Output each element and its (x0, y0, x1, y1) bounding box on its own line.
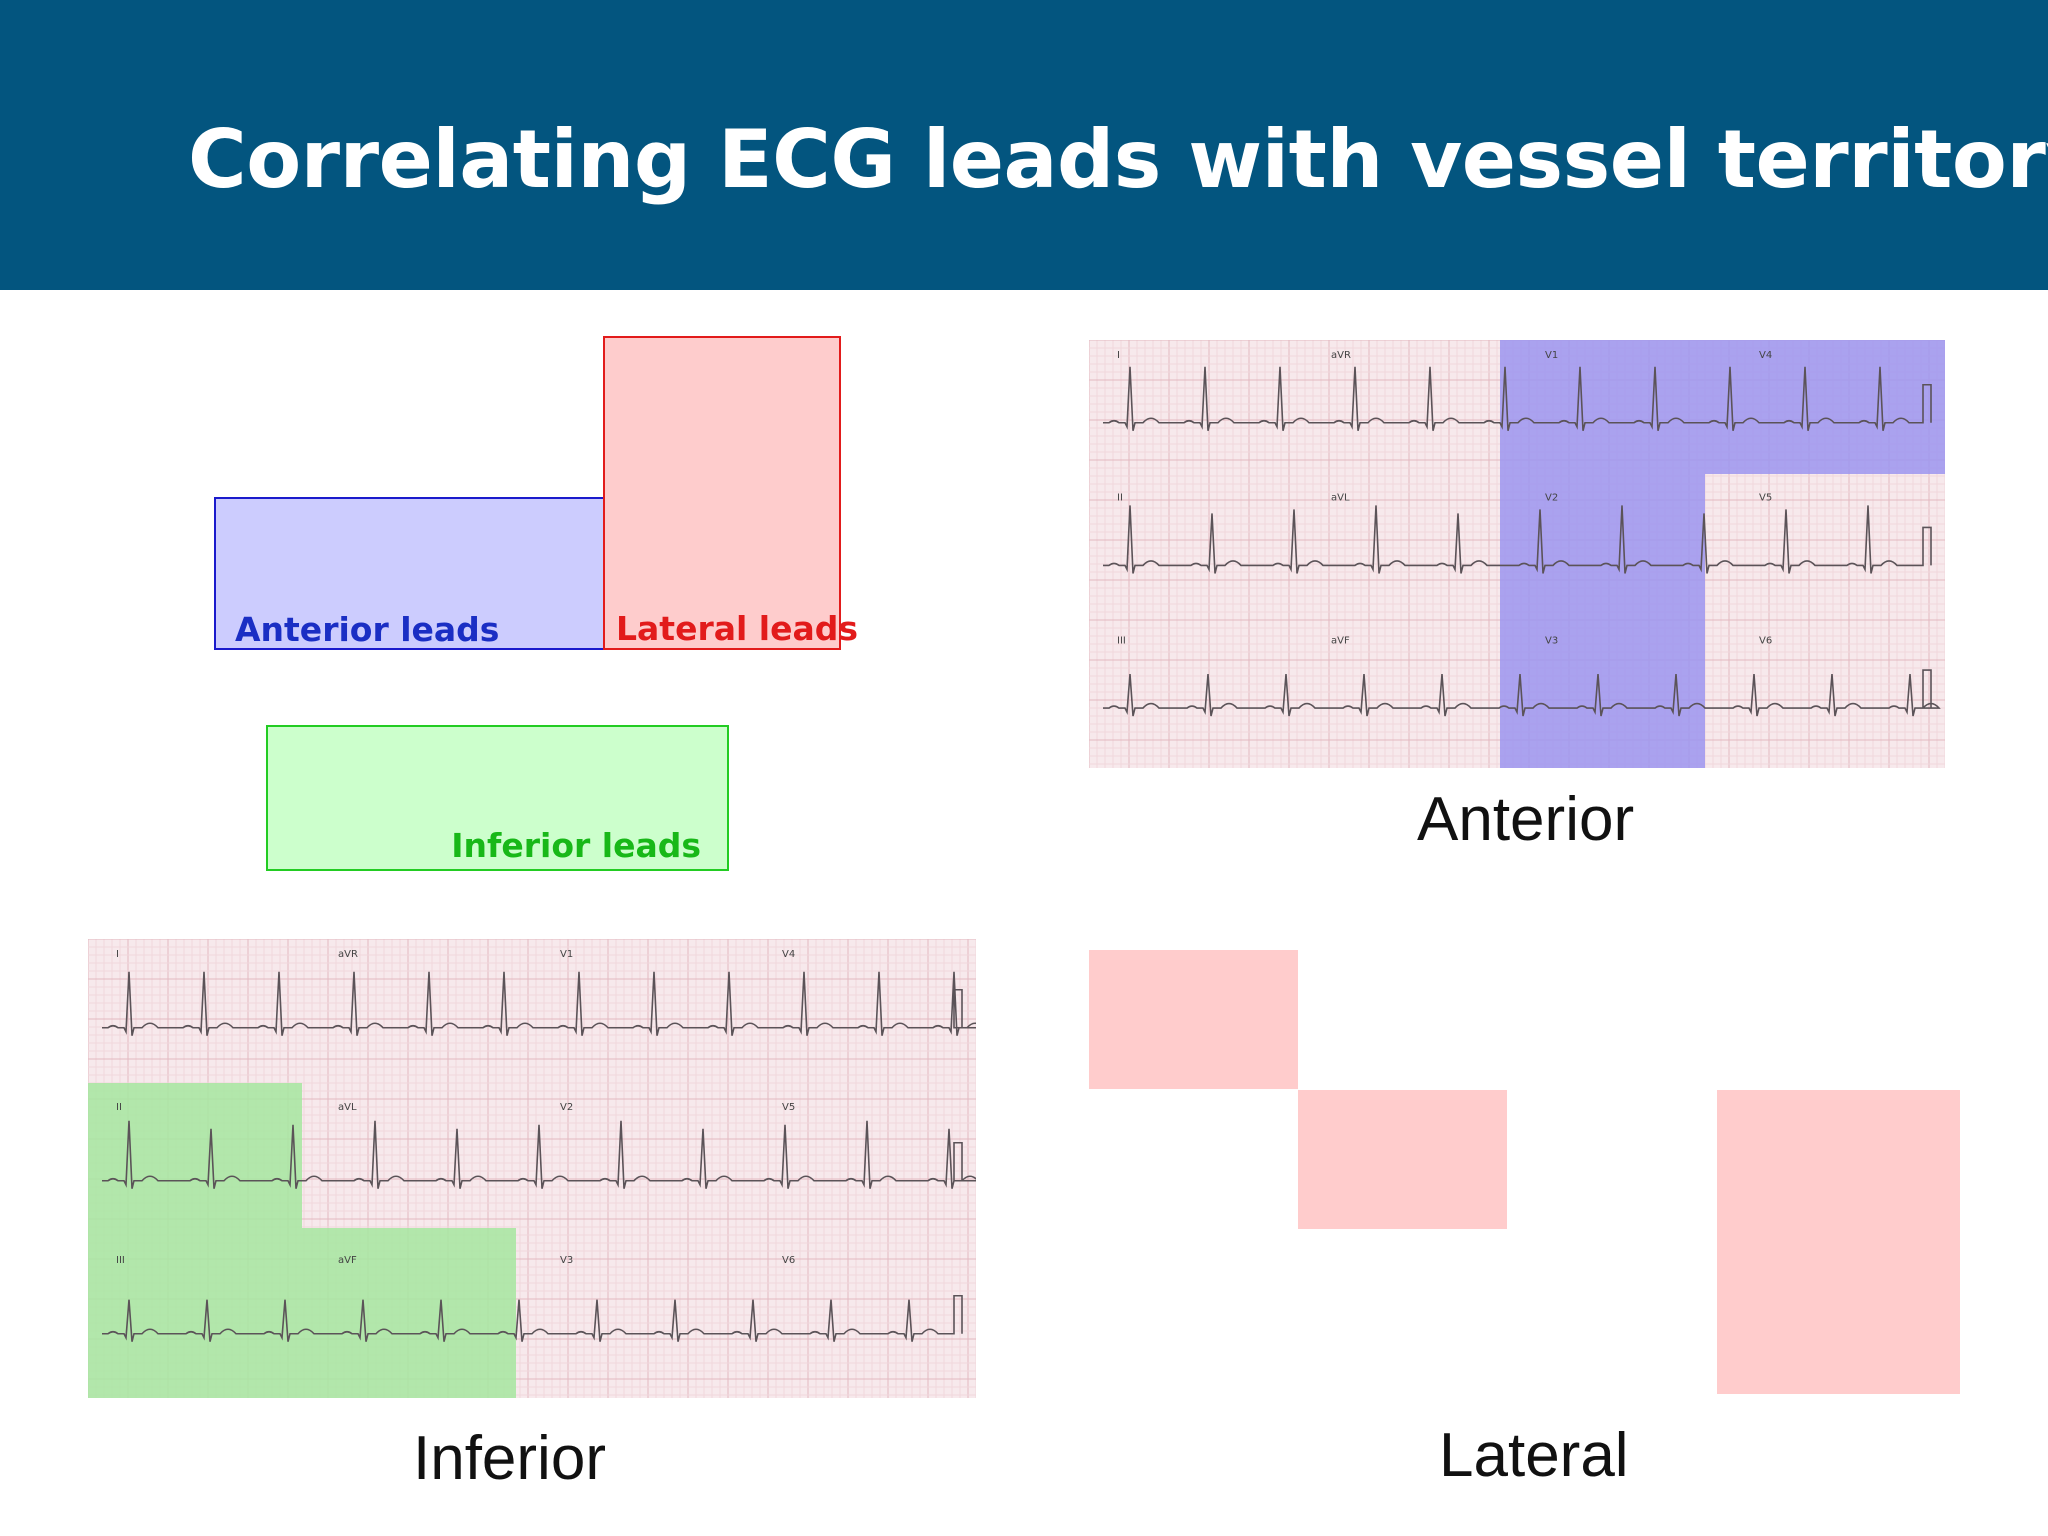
anterior-ecg-lead-label: V6 (1759, 635, 1772, 646)
inferior-ecg-highlight-0 (88, 1083, 302, 1398)
inferior-caption: Inferior (413, 1424, 606, 1493)
lateral-block-aVL-region (1089, 950, 1298, 1089)
anterior-ecg-lead-label: aVL (1331, 493, 1350, 504)
inferior-ecg-lead-label: aVF (338, 1255, 357, 1266)
anterior-ecg-trace-row-3 (1103, 669, 1941, 717)
lateral-leads-legend-box: Lateral leads (603, 336, 858, 650)
slide-title: Correlating ECG leads with vessel territ… (188, 113, 2048, 206)
lateral-caption: Lateral (1439, 1421, 1629, 1490)
anterior-ecg-highlight-0 (1500, 340, 1705, 768)
inferior-ecg-trace-row-2 (102, 1120, 976, 1189)
inferior-ecg-lead-label: V5 (782, 1102, 795, 1113)
lateral-block-V2-region (1298, 1090, 1507, 1229)
anterior-ecg-lead-label: V3 (1545, 635, 1558, 646)
lateral-leads-label: Lateral leads (616, 609, 859, 648)
anterior-ecg-lead-label: aVF (1331, 635, 1350, 646)
inferior-ecg-trace-row-3 (102, 1294, 963, 1342)
inferior-ecg-highlight-1 (302, 1228, 516, 1398)
inferior-leads-legend-box: Inferior leads (266, 725, 729, 871)
anterior-ecg-trace-row-2 (1103, 505, 1932, 574)
inferior-ecg-lead-label: V4 (782, 949, 795, 960)
inferior-ecg-lead-label: V2 (560, 1102, 573, 1113)
anterior-ecg-lead-label: V4 (1759, 350, 1772, 361)
anterior-ecg-lead-label: V5 (1759, 493, 1772, 504)
inferior-ecg-lead-label: II (116, 1102, 122, 1113)
anterior-caption: Anterior (1417, 785, 1635, 854)
header-banner: Correlating ECG leads with vessel territ… (0, 0, 2048, 290)
inferior-ecg-lead-label: I (116, 949, 119, 960)
inferior-ecg-trace-row-1 (102, 971, 976, 1036)
anterior-ecg-lead-label: V2 (1545, 493, 1558, 504)
lateral-block-V5-V6-region (1717, 1090, 1960, 1394)
anterior-ecg-lead-label: III (1117, 635, 1126, 646)
inferior-leads-label: Inferior leads (451, 826, 701, 865)
anterior-ecg-trace-row-1 (1103, 366, 1932, 431)
anterior-ecg-lead-label: V1 (1545, 350, 1558, 361)
inferior-ecg-lead-label: aVR (338, 949, 358, 960)
anterior-ecg-lead-label: aVR (1331, 350, 1351, 361)
inferior-ecg-lead-label: V1 (560, 949, 573, 960)
inferior-ecg-lead-label: aVL (338, 1102, 357, 1113)
inferior-ecg-lead-label: III (116, 1255, 125, 1266)
anterior-leads-legend-box: Anterior leads (214, 497, 605, 650)
anterior-ecg-highlight-1 (1705, 340, 1945, 474)
anterior-ecg-lead-label: I (1117, 350, 1120, 361)
anterior-leads-label: Anterior leads (235, 610, 500, 649)
anterior-ecg-lead-label: II (1117, 493, 1123, 504)
inferior-ecg-lead-label: V3 (560, 1255, 573, 1266)
inferior-ecg-lead-label: V6 (782, 1255, 795, 1266)
